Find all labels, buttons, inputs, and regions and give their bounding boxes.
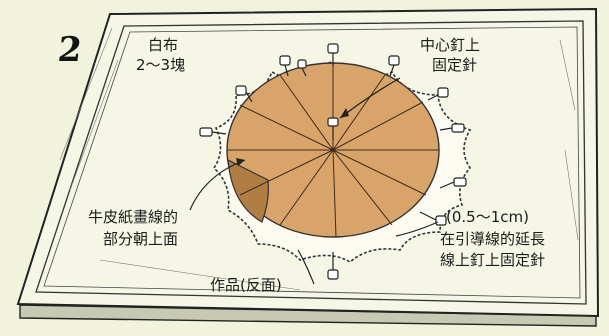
pin-left [199,127,227,137]
leader-work [297,249,315,285]
pin-top [327,43,339,66]
pin-bottom [327,252,339,280]
pin-right-upper [427,87,449,101]
label-kraft-side-1: 牛皮紙畫線的 [88,208,179,226]
arrowheads [236,108,349,166]
pin-bottom-right [419,211,447,226]
board-hatching [59,27,579,291]
step-number: 2 [55,30,84,70]
pin-left-upper [235,85,253,103]
label-center-pin-1: 中心釘上 [420,36,481,54]
pin-top-right [388,55,400,77]
pin-center [327,117,339,140]
label-work-back: 作品(反面) [210,276,282,294]
label-white-cloth-2: 2～3塊 [136,56,186,74]
pins [199,43,467,280]
board-inner-border [35,20,587,305]
label-extension-2: 在引導線的延長 [440,230,546,248]
pin-right [439,123,465,133]
label-white-cloth-1: 白布 [148,36,179,54]
pin-top-left [279,55,291,77]
label-extension-3: 線上釘上固定針 [440,251,546,269]
label-kraft-side-2: 部分朝上面 [103,230,179,248]
label-extension-1: (0.5～1cm) [446,208,529,226]
pin-top-far [297,59,307,77]
guide-lines [228,63,439,238]
pin-right-lower [439,177,467,189]
leader-extension [395,221,439,237]
label-center-pin-2: 固定針 [432,56,478,74]
board-inner-border-2 [43,26,581,299]
